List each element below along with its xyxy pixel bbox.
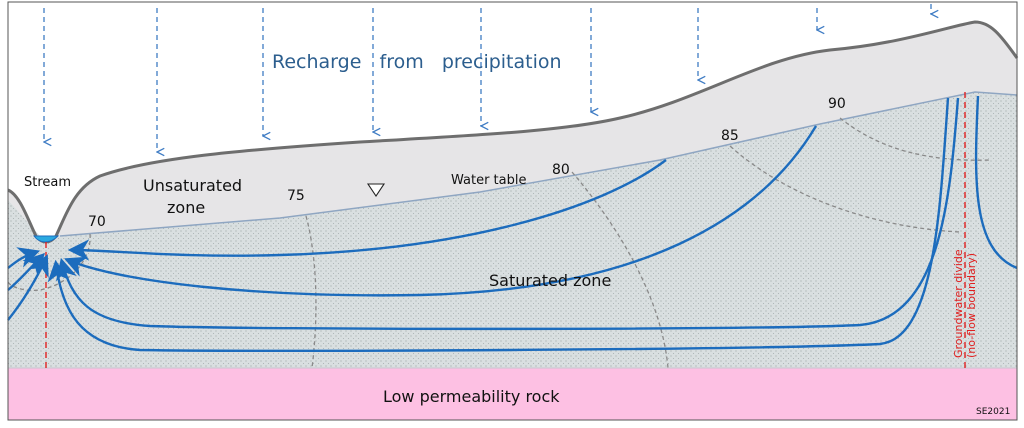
water-table-label: Water table <box>451 173 527 188</box>
unsaturated-zone <box>8 22 1017 242</box>
unsaturated-zone-label-line1: Unsaturated <box>143 176 242 195</box>
contour-label-75: 75 <box>287 188 305 204</box>
credit-label: SE2021 <box>976 407 1010 417</box>
flow-lines <box>7 95 1018 352</box>
flow-line-4 <box>47 97 950 352</box>
flow-line-5 <box>974 95 1018 270</box>
low-permeability-rock <box>8 368 1017 420</box>
contour-label-70: 70 <box>88 214 106 230</box>
low-permeability-label: Low permeability rock <box>383 387 560 406</box>
diagram-frame <box>7 1 1018 421</box>
divide-label-line1: Groundwater divide <box>952 249 965 358</box>
equipotential-80 <box>571 171 669 369</box>
saturated-zone-label: Saturated zone <box>489 271 611 290</box>
recharge-arrows <box>44 4 931 152</box>
stream-label: Stream <box>24 175 71 190</box>
recharge-label: Recharge from precipitation <box>272 51 562 73</box>
divide-label-line2: (no-flow boundary) <box>965 253 978 358</box>
water-table-triangle-icon <box>366 183 386 197</box>
stream-water <box>32 235 60 243</box>
flow-line-2 <box>64 125 818 297</box>
flow-line-1 <box>67 159 667 261</box>
equipotential-85 <box>729 145 961 233</box>
contour-label-90: 90 <box>828 96 846 112</box>
unsaturated-zone-label-line2: zone <box>167 198 205 217</box>
water-table-line <box>59 91 1018 237</box>
equipotential-90 <box>839 117 991 161</box>
flow-line-left-3 <box>7 254 49 321</box>
divide-label: Groundwater divide (no-flow boundary) <box>952 249 978 358</box>
contour-label-80: 80 <box>552 162 570 178</box>
contour-label-85: 85 <box>721 128 739 144</box>
saturated-zone <box>8 92 1017 368</box>
